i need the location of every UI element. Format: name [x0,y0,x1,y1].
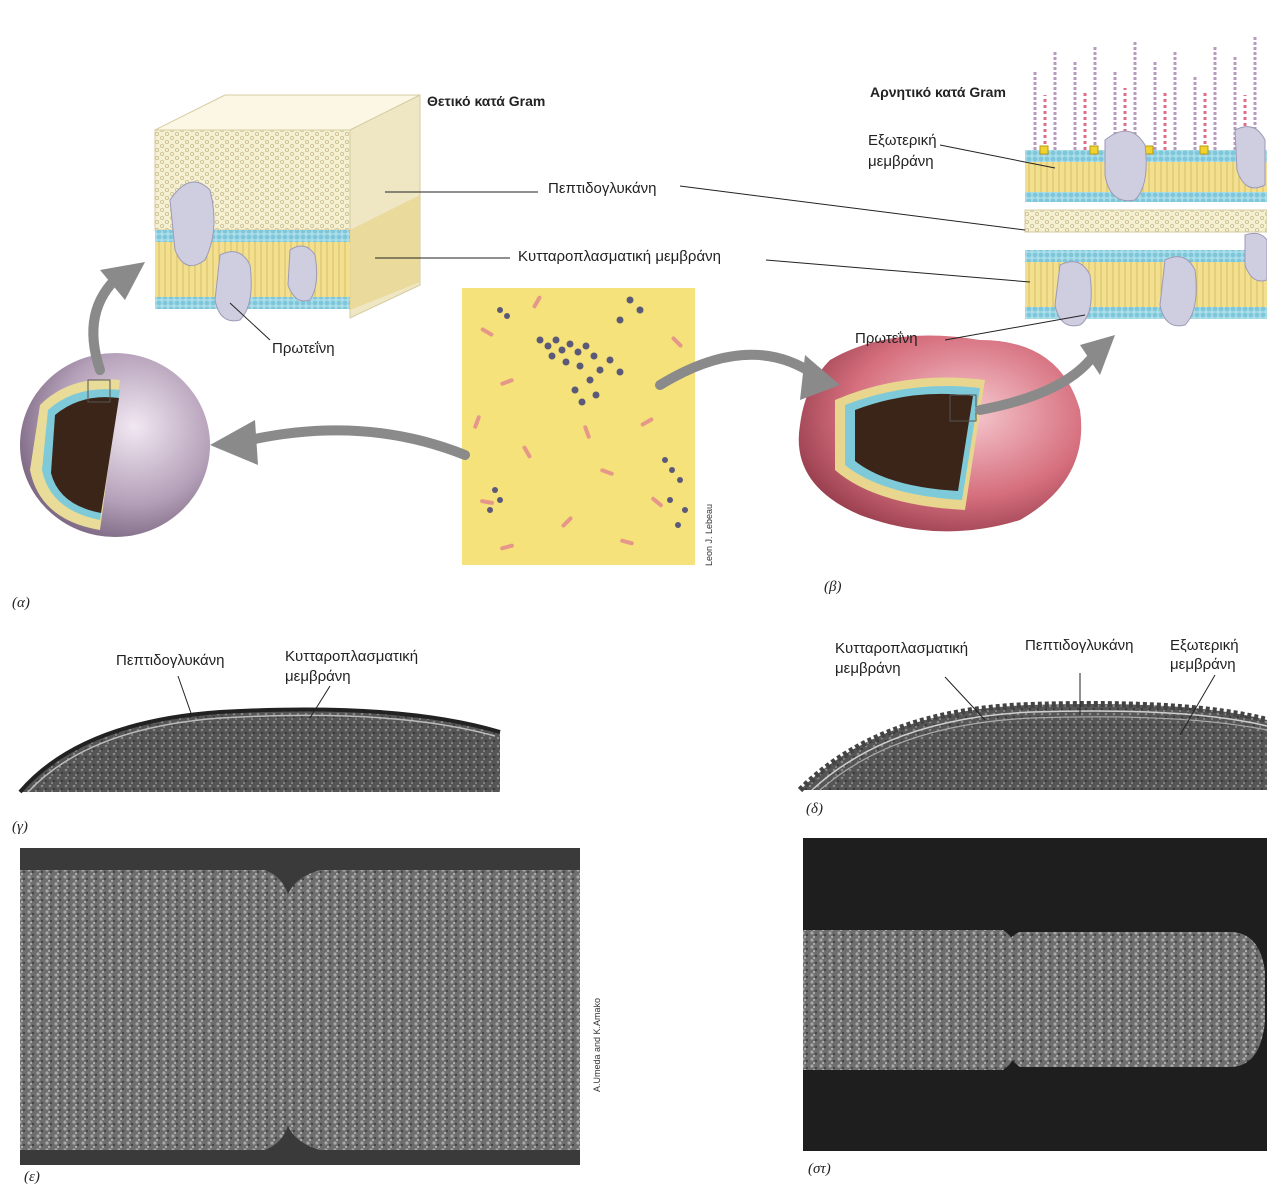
gram-positive-wall-block [155,95,420,321]
gram-negative-cell [799,336,1082,532]
letter-a: (α) [12,594,30,612]
letter-b: (β) [824,578,841,596]
letter-g: (γ) [12,818,28,836]
tem-gram-negative [800,673,1267,790]
letter-st: (στ) [808,1160,831,1178]
gram-negative-title: Αρνητικό κατά Gram [870,83,1006,101]
label-g-cytoplasmic-2: μεμβράνη [285,668,351,686]
label-d-outer-1: Εξωτερική [1170,637,1239,655]
label-outer-membrane-1: Εξωτερική [868,132,937,150]
label-d-outer-2: μεμβράνη [1170,656,1236,674]
label-protein-b: Πρωτεΐνη [855,330,918,348]
label-peptidoglycan: Πεπτιδογλυκάνη [548,180,657,198]
gram-positive-title: Θετικό κατά Gram [427,92,545,110]
sem-gram-positive [20,848,580,1165]
letter-e: (ε) [24,1168,40,1186]
sem-gram-negative [803,838,1267,1151]
tem-gram-positive [20,676,500,792]
label-d-cytoplasmic-2: μεμβράνη [835,660,901,678]
label-d-peptidoglycan: Πεπτιδογλυκάνη [1025,637,1134,655]
gram-stain-micrograph [462,288,695,565]
label-protein-a: Πρωτεΐνη [272,340,335,358]
label-cytoplasmic-membrane: Κυτταροπλασματική μεμβράνη [518,248,721,266]
label-outer-membrane-2: μεμβράνη [868,153,934,171]
protein-shape [215,252,251,321]
gram-positive-cell [20,353,210,537]
label-g-cytoplasmic-1: Κυτταροπλασματική [285,648,418,666]
label-d-cytoplasmic-1: Κυτταροπλασματική [835,640,968,658]
gram-negative-wall-block [1025,35,1267,326]
micrograph-credit: Leon J. Lebeau [704,504,714,566]
label-g-peptidoglycan: Πεπτιδογλυκάνη [116,652,225,670]
sem-credit: A.Umeda and K.Amako [592,998,602,1092]
letter-d: (δ) [806,800,823,818]
